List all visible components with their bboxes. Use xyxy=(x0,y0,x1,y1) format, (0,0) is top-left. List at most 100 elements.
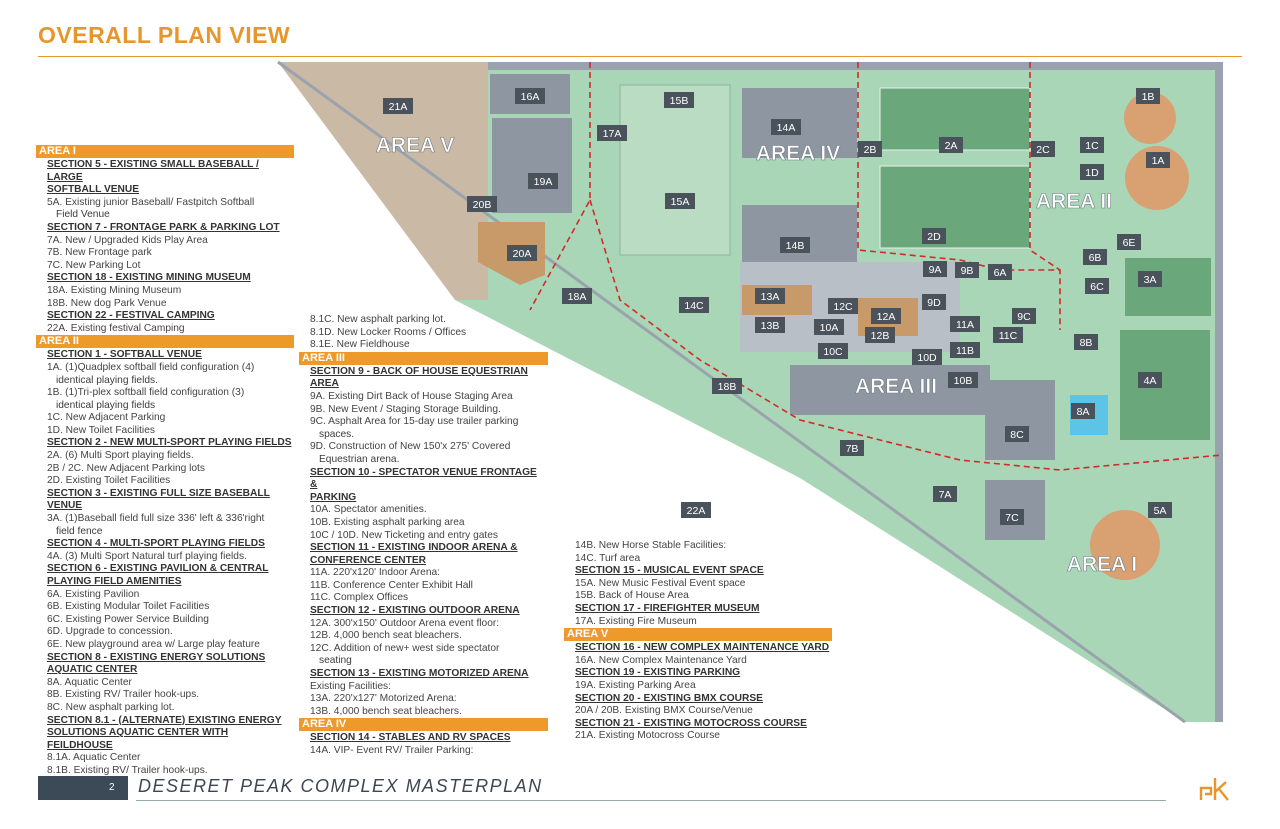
map-label-text: 6C xyxy=(1090,281,1104,293)
map-label-text: 11A xyxy=(956,319,974,331)
map-label-text: 9C xyxy=(1017,311,1031,323)
map-label: 7B xyxy=(840,440,864,456)
legend-item: 14C. Turf area xyxy=(575,552,641,564)
map-label: 8A xyxy=(1071,403,1095,419)
map-label-box xyxy=(755,317,785,333)
map-label: 18A xyxy=(562,288,592,304)
legend-sec: SECTION 10 - SPECTATOR VENUE FRONTAGE & xyxy=(310,466,537,491)
legend-sec: SECTION 22 - FESTIVAL CAMPING xyxy=(47,310,215,322)
map-label: 1D xyxy=(1080,164,1104,180)
map-label-box xyxy=(1136,88,1160,104)
area-label: AREA V xyxy=(376,134,455,157)
map-label-text: 13B xyxy=(761,320,780,332)
legend-item: 9C. Asphalt Area for 15-day use trailer … xyxy=(310,416,519,428)
legend-item: 11A. 220'x120' Indoor Arena: xyxy=(310,567,441,579)
north-road xyxy=(488,62,1218,70)
legend-sec: SECTION 8 - EXISTING ENERGY SOLUTIONS xyxy=(47,651,266,663)
map-label-box xyxy=(939,137,963,153)
legend-hdr: AREA II xyxy=(36,335,294,349)
softball-1b xyxy=(1124,92,1176,144)
legend-hdr: AREA I xyxy=(36,145,294,158)
softball-5a xyxy=(1090,510,1160,580)
map-label-box xyxy=(923,261,947,277)
legend-sec: CONFERENCE CENTER xyxy=(310,554,427,566)
legend-item: 8.1C. New asphalt parking lot. xyxy=(310,314,446,325)
map-label-box xyxy=(1012,308,1036,324)
map-label-text: 17A xyxy=(603,128,622,140)
legend-item: 9D. Construction of New 150'x 275' Cover… xyxy=(310,441,511,453)
legend-item: 15A. New Music Festival Event space xyxy=(575,577,746,589)
legend-item: 6A. Existing Pavilion xyxy=(47,588,140,600)
title-rule xyxy=(38,56,1242,57)
map-label-text: 1C xyxy=(1085,140,1099,152)
map-label-box xyxy=(1085,278,1109,294)
map-label-text: 6E xyxy=(1123,237,1136,249)
map-label-box xyxy=(383,98,413,114)
map-label-text: 7C xyxy=(1005,512,1019,524)
map-label-box xyxy=(771,119,801,135)
map-label: 13A xyxy=(755,288,785,304)
legend-sec: SECTION 5 - EXISTING SMALL BASEBALL / LA… xyxy=(47,159,259,183)
map-label-box xyxy=(1000,509,1024,525)
map-label-text: 6A xyxy=(994,267,1007,279)
map-label-text: 12B xyxy=(871,330,890,342)
map-label: 4A xyxy=(1138,372,1162,388)
map-label: 14A xyxy=(771,119,801,135)
map-label: 14B xyxy=(780,237,810,253)
legend-item: 18A. Existing Mining Museum xyxy=(47,284,182,296)
legend-wrap: Field Venue xyxy=(56,209,110,221)
map-label-box xyxy=(679,297,709,313)
legend-column-3: 14B. New Horse Stable Facilities:14C. Tu… xyxy=(564,540,832,743)
map-label-text: 2B xyxy=(864,144,877,156)
map-label: 2A xyxy=(939,137,963,153)
legend-sec: SECTION 9 - BACK OF HOUSE EQUESTRIAN xyxy=(310,365,528,377)
parking-19a xyxy=(492,118,572,213)
legend-item: 22A. Existing festival Camping xyxy=(47,322,185,334)
legend-plain: Existing Facilities: xyxy=(310,680,391,692)
map-label: 11A xyxy=(950,316,980,332)
legend-item: 6C. Existing Power Service Building xyxy=(47,613,209,625)
legend-sec: SECTION 21 - EXISTING MOTOCROSS COURSE xyxy=(575,717,807,729)
page-title: OVERALL PLAN VIEW xyxy=(38,22,291,48)
legend-item: 3A. (1)Baseball field full size 336' lef… xyxy=(47,513,265,525)
map-label: 6C xyxy=(1085,278,1109,294)
map-label: 9C xyxy=(1012,308,1036,324)
legend-item: 12C. Addition of new+ west side spectato… xyxy=(310,642,500,654)
map-label: 10C xyxy=(818,343,848,359)
map-label-text: 4A xyxy=(1144,375,1157,387)
map-label: 10D xyxy=(912,349,942,365)
map-label-text: 18A xyxy=(568,291,587,303)
map-label: 6B xyxy=(1083,249,1107,265)
baseball-field-3a xyxy=(1125,258,1211,316)
map-label: 15B xyxy=(664,92,694,108)
legend-item: 2B / 2C. New Adjacent Parking lots xyxy=(47,462,205,474)
map-label-text: 21A xyxy=(389,101,408,113)
map-label-box xyxy=(955,262,979,278)
map-label: 20A xyxy=(507,245,537,261)
map-label: 13B xyxy=(755,317,785,333)
map-label-text: 7B xyxy=(846,443,859,455)
map-label-box xyxy=(922,228,946,244)
map-label-text: 20B xyxy=(473,199,492,211)
map-label-box xyxy=(912,349,942,365)
map-label-text: 8C xyxy=(1010,429,1024,441)
legend-item: 12A. 300'x150' Outdoor Arena event floor… xyxy=(310,617,500,629)
map-label-text: 2C xyxy=(1036,144,1050,156)
map-label-box xyxy=(1138,372,1162,388)
multi-sport-4a xyxy=(1120,330,1210,440)
map-label-text: 7A xyxy=(939,489,952,501)
map-label: 1B xyxy=(1136,88,1160,104)
map-label-box xyxy=(562,288,592,304)
map-label-text: 2D xyxy=(927,231,941,243)
legend-item: 13A. 220'x127' Motorized Arena: xyxy=(310,693,457,705)
map-label-box xyxy=(712,378,742,394)
multi-sport-fields-2a-south xyxy=(879,165,1031,249)
map-label-box xyxy=(528,173,558,189)
legend-sec: SECTION 18 - EXISTING MINING MUSEUM xyxy=(47,272,251,284)
map-label: 1A xyxy=(1146,152,1170,168)
legend-item: 1D. New Toilet Facilities xyxy=(47,424,155,436)
legend-sec: SECTION 14 - STABLES AND RV SPACES xyxy=(310,732,511,744)
map-label: 8B xyxy=(1074,334,1098,350)
legend-sec: SECTION 8.1 - (ALTERNATE) EXISTING ENERG… xyxy=(47,714,282,726)
legend-sec: SECTION 19 - EXISTING PARKING xyxy=(575,667,741,679)
